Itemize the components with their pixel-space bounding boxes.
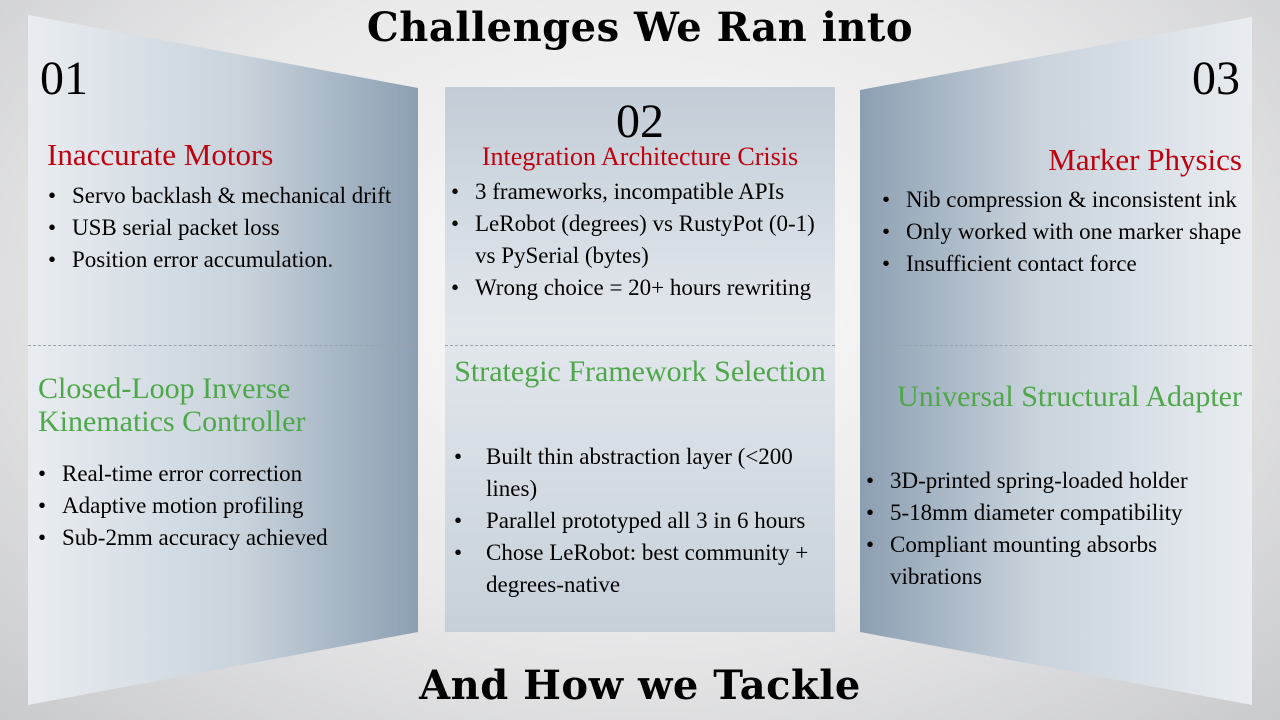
list-item: Real-time error correction [32, 458, 412, 490]
problem-title-03: Marker Physics [1048, 142, 1242, 177]
solution-title-02: Strategic Framework Selection [454, 355, 826, 388]
solution-list-03: 3D-printed spring-loaded holder 5-18mm d… [860, 465, 1250, 593]
list-item: Sub-2mm accuracy achieved [32, 522, 412, 554]
list-item: USB serial packet loss [42, 212, 402, 244]
list-item: Built thin abstraction layer (<200 lines… [448, 441, 818, 505]
list-item: Insufficient contact force [876, 248, 1242, 280]
list-item: Position error accumulation. [42, 244, 402, 276]
column-number-01: 01 [40, 52, 88, 105]
list-item: 3 frameworks, incompatible APIs [445, 176, 830, 208]
solution-list-01: Real-time error correction Adaptive moti… [32, 458, 412, 554]
slide-subtitle: And How we Tackle [419, 662, 861, 709]
slide-title: Challenges We Ran into [366, 4, 914, 51]
list-item: Adaptive motion profiling [32, 490, 412, 522]
divider-01 [28, 345, 418, 346]
divider-02 [445, 345, 835, 346]
column-number-03: 03 [1192, 52, 1240, 105]
list-item: Servo backlash & mechanical drift [42, 180, 402, 212]
problem-list-03: Nib compression & inconsistent ink Only … [876, 184, 1242, 280]
problem-title-02: Integration Architecture Crisis [481, 142, 799, 171]
list-item: LeRobot (degrees) vs RustyPot (0-1) vs P… [445, 208, 830, 272]
solution-list-02: Built thin abstraction layer (<200 lines… [448, 441, 818, 601]
list-item: 3D-printed spring-loaded holder [860, 465, 1250, 497]
column-number-02: 02 [616, 95, 664, 148]
solution-title-01: Closed-Loop Inverse Kinematics Controlle… [38, 372, 306, 438]
divider-03 [860, 345, 1252, 346]
list-item: Only worked with one marker shape [876, 216, 1242, 248]
panel-right [860, 17, 1252, 705]
problem-list-02: 3 frameworks, incompatible APIs LeRobot … [445, 176, 830, 304]
list-item: Chose LeRobot: best community + degrees-… [448, 537, 818, 601]
list-item: Compliant mounting absorbs vibrations [860, 529, 1250, 593]
list-item: Nib compression & inconsistent ink [876, 184, 1242, 216]
problem-list-01: Servo backlash & mechanical drift USB se… [42, 180, 402, 276]
problem-title-01: Inaccurate Motors [47, 137, 274, 172]
solution-title-03: Universal Structural Adapter [897, 380, 1242, 413]
list-item: 5-18mm diameter compatibility [860, 497, 1250, 529]
list-item: Parallel prototyped all 3 in 6 hours [448, 505, 818, 537]
list-item: Wrong choice = 20+ hours rewriting [445, 272, 830, 304]
panel-left [28, 15, 418, 705]
